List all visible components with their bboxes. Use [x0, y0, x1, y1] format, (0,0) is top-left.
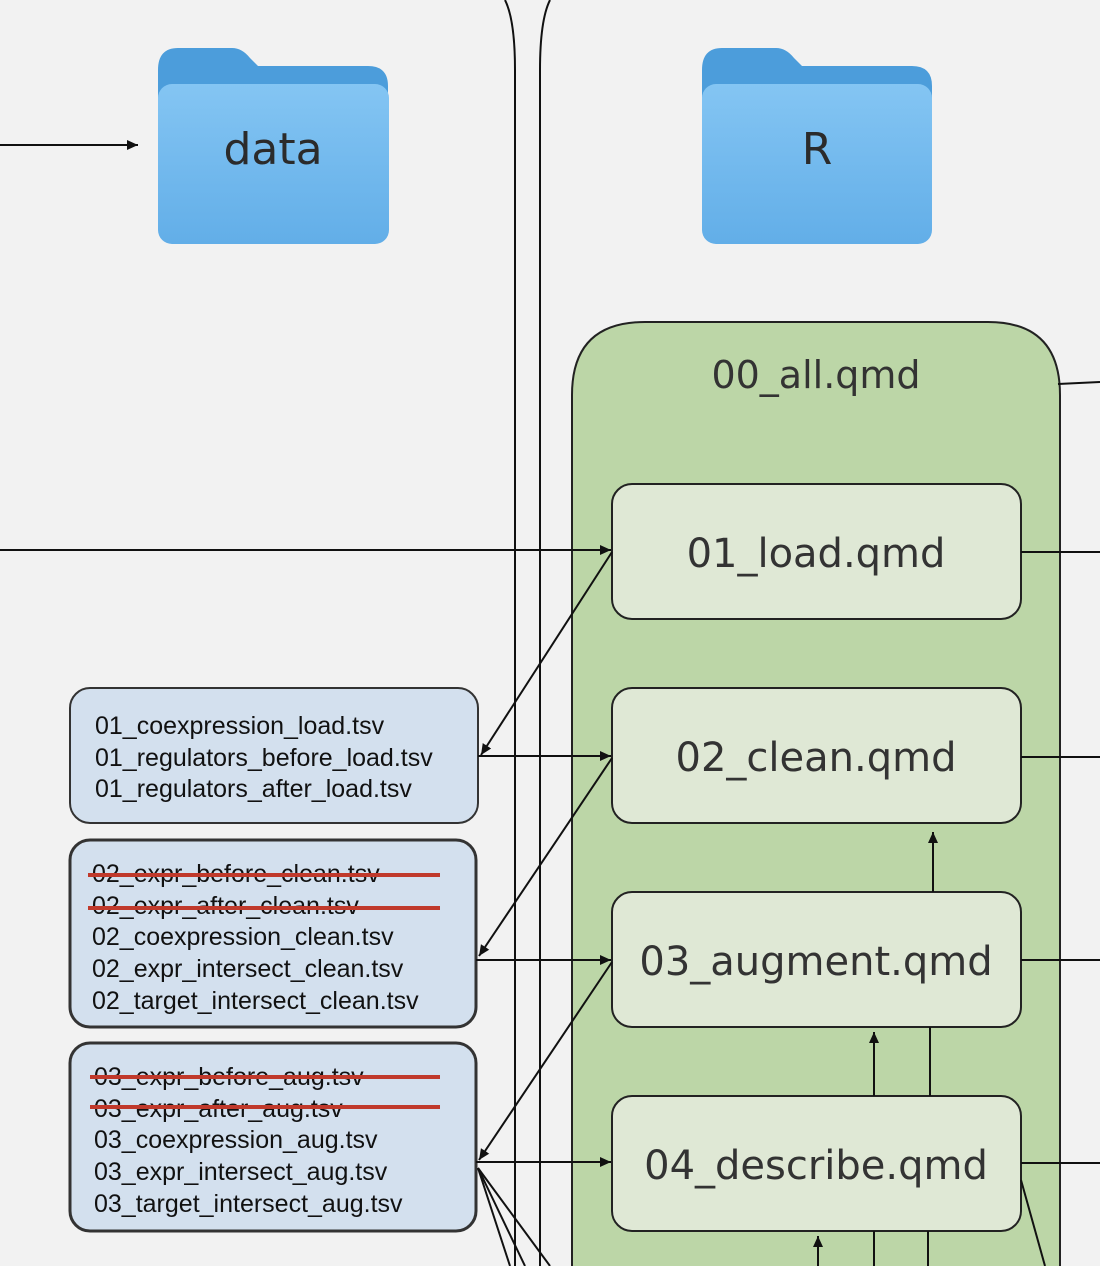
- load-file-1: 01_regulators_before_load.tsv: [95, 744, 433, 772]
- augment-file-3: 03_expr_intersect_aug.tsv: [94, 1158, 388, 1186]
- load-file-2: 01_regulators_after_load.tsv: [95, 775, 412, 803]
- all-qmd-label: 00_all.qmd: [711, 353, 920, 397]
- connector-all-out: [1057, 381, 1100, 385]
- load-file-0: 01_coexpression_load.tsv: [95, 712, 385, 740]
- augment-file-4: 03_target_intersect_aug.tsv: [94, 1190, 403, 1218]
- data-folder-icon: [158, 48, 389, 244]
- arrow-clean-to-files: [478, 757, 613, 957]
- augment-output-box: [68, 1041, 478, 1233]
- clean-output-box: [68, 838, 478, 1029]
- step-load-label: 01_load.qmd: [687, 531, 946, 577]
- panel-divider-right: [539, 0, 551, 1266]
- connector-files-down-3: [477, 1167, 526, 1266]
- step-clean-box: [611, 687, 1022, 824]
- step-describe-label: 04_describe.qmd: [644, 1143, 988, 1189]
- clean-file-2: 02_coexpression_clean.tsv: [92, 923, 394, 951]
- r-folder-icon: [702, 48, 932, 244]
- data-folder-label: data: [223, 124, 322, 175]
- step-clean-label: 02_clean.qmd: [676, 735, 957, 781]
- arrow-augment-to-files: [478, 961, 613, 1161]
- clean-file-4: 02_target_intersect_clean.tsv: [92, 987, 419, 1015]
- clean-file-3: 02_expr_intersect_clean.tsv: [92, 955, 404, 983]
- load-file-list: 01_coexpression_load.tsv 01_regulators_b…: [95, 712, 433, 803]
- step-augment-label: 03_augment.qmd: [639, 939, 992, 985]
- arrow-load-to-files: [480, 551, 613, 756]
- panel-divider-left: [504, 0, 516, 1266]
- augment-file-2: 03_coexpression_aug.tsv: [94, 1126, 378, 1154]
- connector-files-down-1: [477, 1167, 511, 1266]
- clean-file-list: 02_expr_before_clean.tsv 02_expr_after_c…: [92, 860, 419, 1015]
- r-folder-label: R: [802, 124, 833, 175]
- augment-file-list: 03_expr_before_aug.tsv 03_expr_after_aug…: [94, 1063, 403, 1218]
- connector-describe-out: [1020, 1179, 1046, 1266]
- connector-files-down-2: [477, 1167, 551, 1266]
